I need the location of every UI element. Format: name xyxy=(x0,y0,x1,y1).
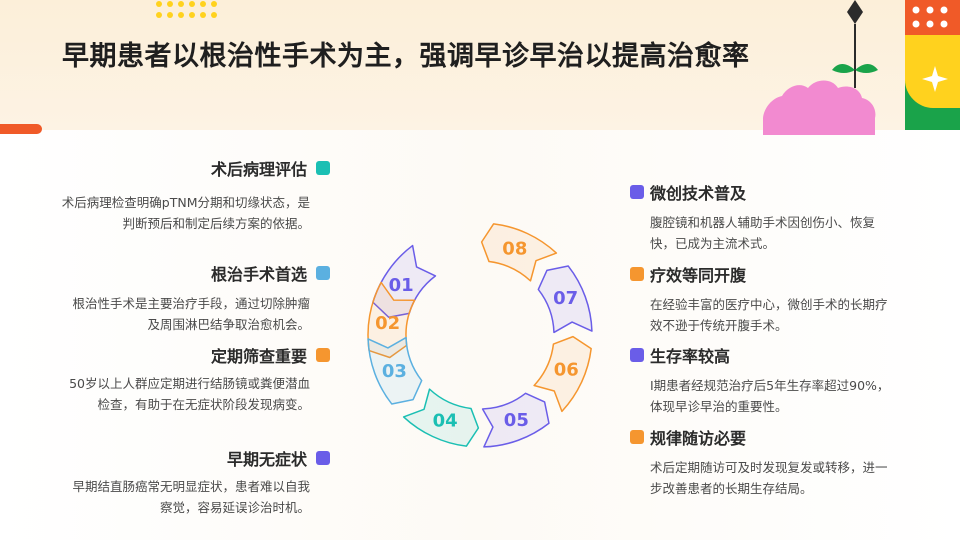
left-item-1-desc: 术后病理检查明确pTNM分期和切缘状态，是判断预后和制定后续方案的依据。 xyxy=(52,192,310,234)
right-item-4: 规律随访必要 术后定期随访可及时发现复发或转移，进一步改善患者的长期生存结局。 xyxy=(630,425,895,499)
right-item-4-desc: 术后定期随访可及时发现复发或转移，进一步改善患者的长期生存结局。 xyxy=(650,457,895,499)
left-item-2-title: 根治手术首选 xyxy=(211,261,307,285)
cycle-diagram: 01 02 03 04 05 06 07 08 xyxy=(345,200,615,470)
orange-accent-bar xyxy=(0,124,42,134)
orange-square-icon xyxy=(630,267,644,281)
right-item-2: 疗效等同开腹 在经验丰富的医疗中心，微创手术的长期疗效不逊于传统开腹手术。 xyxy=(630,262,895,336)
right-item-3-header: 生存率较高 xyxy=(630,343,895,367)
cycle-segment-label-03: 03 xyxy=(382,361,407,382)
right-item-4-header: 规律随访必要 xyxy=(630,425,895,449)
right-item-1-header: 微创技术普及 xyxy=(630,180,895,204)
purple-square-icon xyxy=(630,348,644,362)
right-item-2-title: 疗效等同开腹 xyxy=(650,262,746,286)
left-item-3: 定期筛查重要 50岁以上人群应定期进行结肠镜或粪便潜血检查，有助于在无症状阶段发… xyxy=(40,343,330,415)
yellow-dots-decoration xyxy=(155,0,225,20)
cycle-segment-label-06: 06 xyxy=(554,359,579,380)
right-item-3-title: 生存率较高 xyxy=(650,343,730,367)
left-item-2: 根治手术首选 根治性手术是主要治疗手段，通过切除肿瘤及周围淋巴结争取治愈机会。 xyxy=(40,261,330,335)
left-item-2-header: 根治手术首选 xyxy=(40,261,330,285)
page-title: 早期患者以根治性手术为主，强调早诊早治以提高治愈率 xyxy=(62,34,750,73)
right-item-2-header: 疗效等同开腹 xyxy=(630,262,895,286)
left-item-4: 早期无症状 早期结直肠癌常无明显症状，患者难以自我察觉，容易延误诊治时机。 xyxy=(40,446,330,518)
left-item-4-header: 早期无症状 xyxy=(40,446,330,470)
left-item-4-desc: 早期结直肠癌常无明显症状，患者难以自我察觉，容易延误诊治时机。 xyxy=(68,476,310,518)
left-item-2-desc: 根治性手术是主要治疗手段，通过切除肿瘤及周围淋巴结争取治愈机会。 xyxy=(72,293,310,335)
purple-square-icon xyxy=(630,185,644,199)
teal-square-icon xyxy=(316,161,330,175)
cycle-segment-label-07: 07 xyxy=(553,288,578,309)
left-item-3-desc: 50岁以上人群应定期进行结肠镜或粪便潜血检查，有助于在无症状阶段发现病变。 xyxy=(62,373,310,415)
cycle-segment-label-08: 08 xyxy=(502,238,527,259)
right-item-3: 生存率较高 I期患者经规范治疗后5年生存率超过90%，体现早诊早治的重要性。 xyxy=(630,343,895,417)
cycle-segment-label-01: 01 xyxy=(389,275,414,296)
right-item-4-title: 规律随访必要 xyxy=(650,425,746,449)
right-item-1-desc: 腹腔镜和机器人辅助手术因创伤小、恢复快，已成为主流术式。 xyxy=(650,212,895,254)
right-item-1: 微创技术普及 腹腔镜和机器人辅助手术因创伤小、恢复快，已成为主流术式。 xyxy=(630,180,895,254)
right-item-1-title: 微创技术普及 xyxy=(650,180,746,204)
cycle-segment-label-05: 05 xyxy=(504,410,529,431)
blue-square-icon xyxy=(316,266,330,280)
right-item-3-desc: I期患者经规范治疗后5年生存率超过90%，体现早诊早治的重要性。 xyxy=(650,375,895,417)
cycle-segment-label-04: 04 xyxy=(433,411,458,432)
left-item-1-title: 术后病理评估 xyxy=(211,156,307,180)
purple-square-icon xyxy=(316,451,330,465)
left-item-1-header: 术后病理评估 xyxy=(40,156,330,180)
corner-decoration xyxy=(760,0,960,135)
cycle-segment-label-02: 02 xyxy=(375,313,400,334)
left-item-3-title: 定期筛查重要 xyxy=(211,343,307,367)
orange-square-icon xyxy=(316,348,330,362)
left-item-3-header: 定期筛查重要 xyxy=(40,343,330,367)
left-item-1: 术后病理评估 术后病理检查明确pTNM分期和切缘状态，是判断预后和制定后续方案的… xyxy=(40,156,330,234)
orange-square-icon xyxy=(630,430,644,444)
right-item-2-desc: 在经验丰富的医疗中心，微创手术的长期疗效不逊于传统开腹手术。 xyxy=(650,294,895,336)
left-item-4-title: 早期无症状 xyxy=(227,446,307,470)
